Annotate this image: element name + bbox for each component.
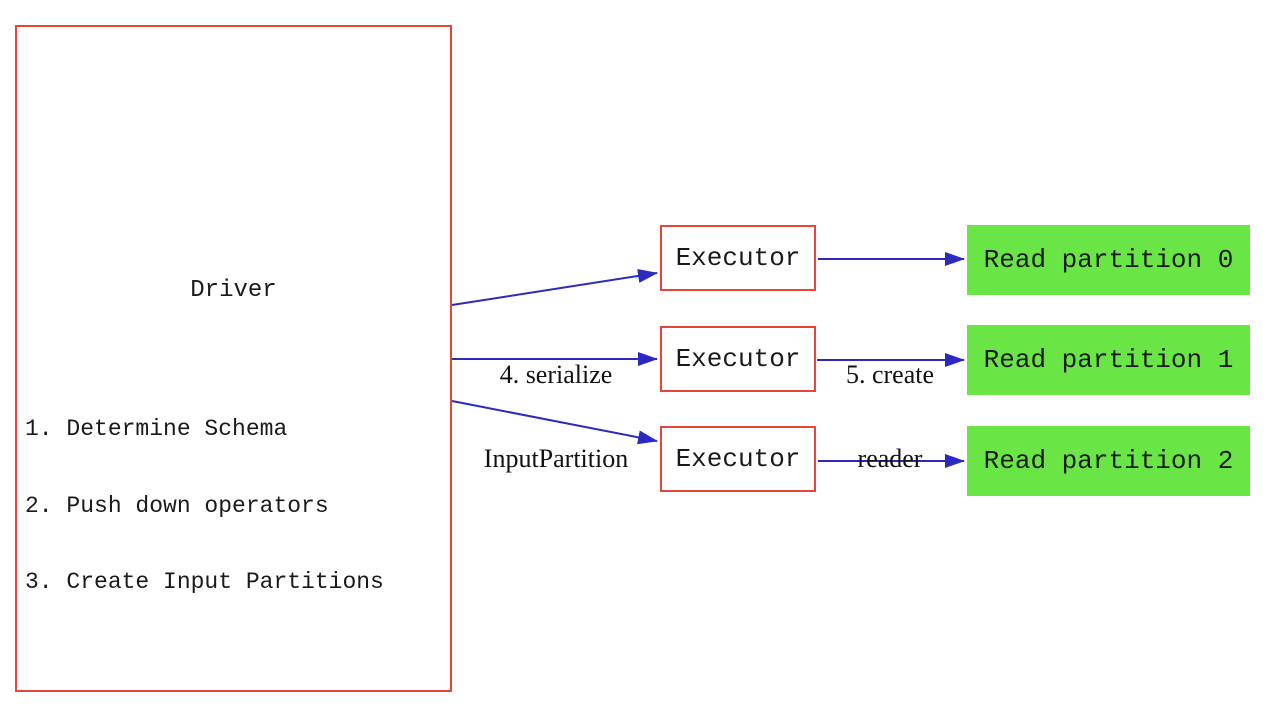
executor-box-1: Executor xyxy=(660,326,816,392)
partition-box-1: Read partition 1 xyxy=(967,325,1250,395)
edge-label-line: 4. serialize xyxy=(499,360,613,389)
executor-label: Executor xyxy=(675,444,801,474)
driver-box: Driver 1. Determine Schema 2. Push down … xyxy=(15,25,452,692)
driver-steps: 1. Determine Schema 2. Push down operato… xyxy=(25,366,384,647)
partition-box-2: Read partition 2 xyxy=(967,426,1250,496)
edge-label-line: InputPartition xyxy=(483,444,629,473)
executor-box-2: Executor xyxy=(660,426,816,492)
partition-label: Read partition 1 xyxy=(983,345,1234,375)
driver-step-3: 3. Create Input Partitions xyxy=(25,569,384,595)
edge-label-serialize-inputpartition: 4. serialize InputPartition xyxy=(441,305,671,529)
driver-title: Driver xyxy=(190,277,277,304)
arrow-driver-to-executor-0 xyxy=(451,269,658,306)
partition-label: Read partition 2 xyxy=(983,446,1234,476)
executor-box-0: Executor xyxy=(660,225,816,291)
edge-label-create-reader: 5. create reader xyxy=(790,305,990,529)
executor-label: Executor xyxy=(675,243,801,273)
driver-step-1: 1. Determine Schema xyxy=(25,416,288,442)
partition-box-0: Read partition 0 xyxy=(967,225,1250,295)
executor-label: Executor xyxy=(675,344,801,374)
edge-label-line: reader xyxy=(857,444,923,473)
edge-label-line: 5. create xyxy=(845,360,935,389)
partition-label: Read partition 0 xyxy=(983,245,1234,275)
driver-step-2: 2. Push down operators xyxy=(25,492,329,519)
